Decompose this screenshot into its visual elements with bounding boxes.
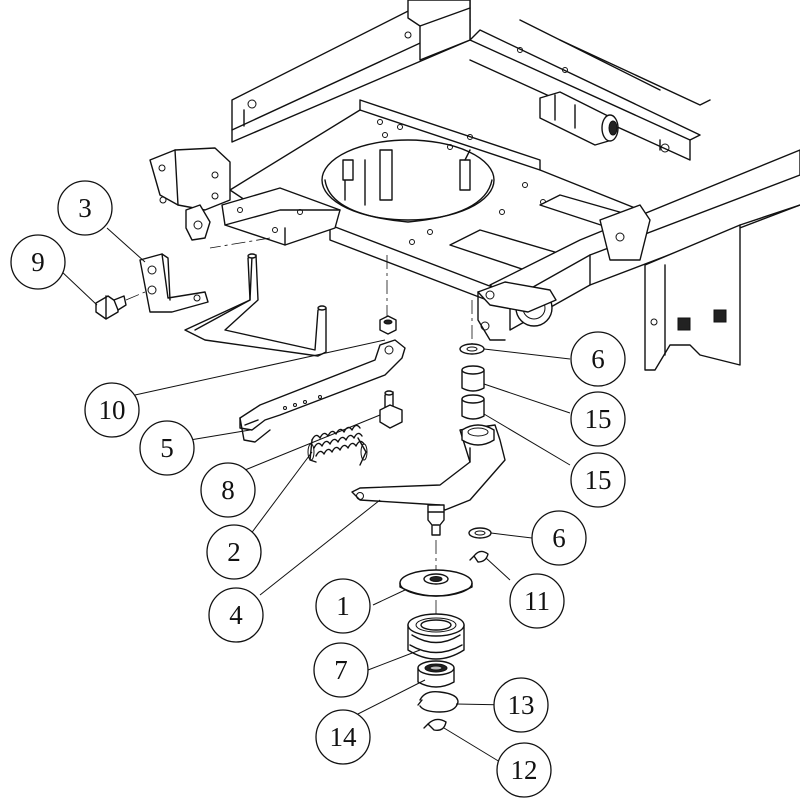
part-11-clip (469, 550, 489, 563)
callout-7: 7 (313, 642, 369, 698)
callout-6-lower-label: 6 (552, 523, 566, 553)
callout-3-label: 3 (78, 193, 92, 223)
callout-1: 1 (315, 578, 371, 634)
callout-15-upper: 15 (570, 391, 626, 447)
callout-3: 3 (57, 180, 113, 236)
callout-9: 9 (10, 234, 66, 290)
callout-7-label: 7 (334, 655, 348, 685)
callout-4-label: 4 (229, 600, 243, 630)
callout-2: 2 (206, 524, 262, 580)
callout-4: 4 (208, 587, 264, 643)
part-2-spring (307, 424, 368, 466)
callout-11: 11 (509, 573, 565, 629)
callout-15-upper-label: 15 (585, 404, 612, 434)
callout-13: 13 (493, 677, 549, 733)
part-7-pulley (407, 613, 465, 660)
part-10-nut (379, 315, 397, 335)
part-5-arm (239, 339, 406, 443)
part-3-bracket (139, 253, 209, 313)
callout-2-label: 2 (227, 537, 241, 567)
callout-15-lower: 15 (570, 452, 626, 508)
callout-5: 5 (139, 420, 195, 476)
callout-10: 10 (84, 382, 140, 438)
callout-6-upper-label: 6 (591, 344, 605, 374)
part-15-bushing-lower (461, 394, 485, 420)
callout-14-label: 14 (330, 722, 358, 752)
callout-5-label: 5 (160, 433, 174, 463)
part-14-bearing (417, 660, 455, 688)
mower-frame (149, 0, 800, 371)
callout-12: 12 (496, 742, 552, 798)
u-rod (184, 253, 327, 357)
callout-12-label: 12 (511, 755, 538, 785)
callout-13-label: 13 (508, 690, 535, 720)
callout-8: 8 (200, 462, 256, 518)
callout-6-upper: 6 (570, 331, 626, 387)
part-9-bolt (95, 291, 146, 320)
callout-9-label: 9 (31, 247, 45, 277)
leader-lines (59, 227, 571, 763)
callout-1-label: 1 (336, 591, 350, 621)
callout-15-lower-label: 15 (585, 465, 612, 495)
part-1-cover (399, 569, 473, 597)
part-4-idler-arm (351, 424, 506, 536)
part-6-washer-lower (468, 527, 492, 539)
part-8-bolt (379, 390, 403, 429)
callout-11-label: 11 (524, 586, 550, 616)
callout-6-lower: 6 (531, 510, 587, 566)
part-15-bushing-upper (461, 365, 485, 392)
part-12-clip (423, 718, 447, 732)
callout-10-label: 10 (99, 395, 126, 425)
callout-14: 14 (315, 709, 371, 765)
part-13-snap-ring (417, 690, 459, 713)
part-6-washer-upper (459, 343, 485, 355)
callout-8-label: 8 (221, 475, 235, 505)
centerline-bracket (209, 237, 271, 249)
